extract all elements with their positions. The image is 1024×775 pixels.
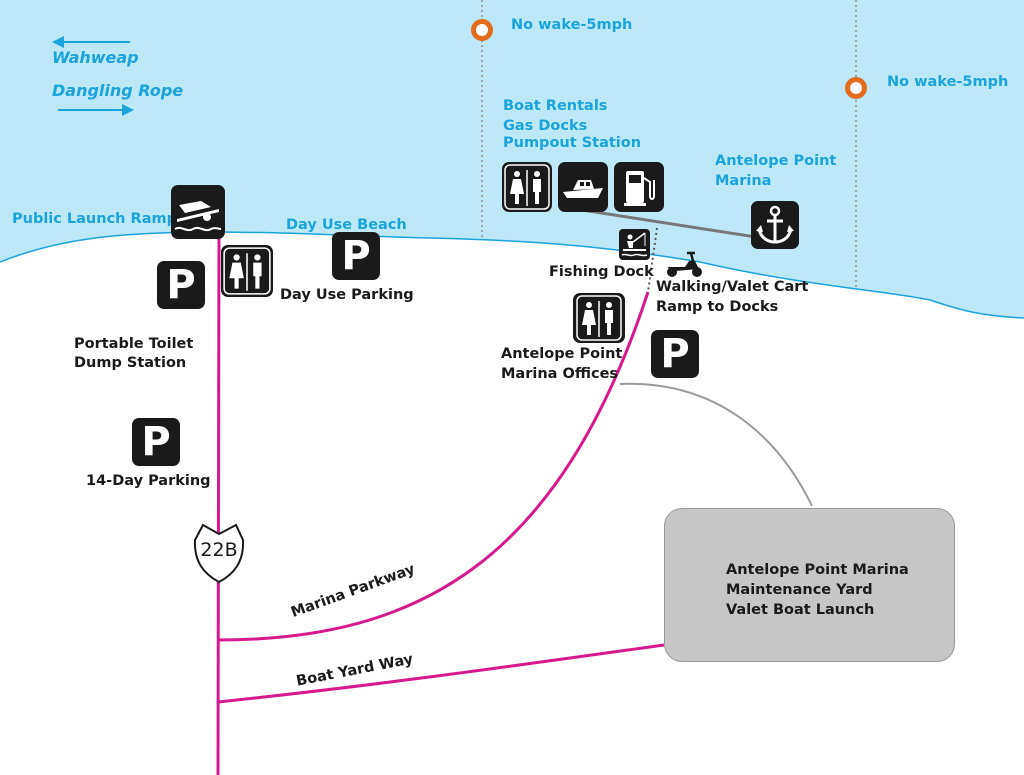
scooter-icon bbox=[667, 251, 702, 277]
anchor-icon bbox=[751, 201, 799, 249]
restroom-icon bbox=[221, 245, 273, 297]
maintenance-yard-area bbox=[664, 508, 955, 662]
gas-docks-label: Gas Docks bbox=[503, 118, 588, 134]
shoreline bbox=[0, 231, 1024, 319]
marina-offices-label-2: Marina Offices bbox=[501, 366, 619, 382]
parking-icon: P bbox=[132, 418, 180, 466]
parking-icon: P bbox=[651, 330, 699, 378]
antelope-point-marina-label-1: Antelope Point bbox=[715, 153, 837, 169]
dangling-rope-label: Dangling Rope bbox=[52, 81, 184, 100]
fishing-icon bbox=[619, 229, 650, 260]
arrow-left-icon bbox=[52, 36, 130, 48]
buoy-icon bbox=[845, 77, 867, 99]
yard-connector bbox=[619, 382, 813, 507]
portable-toilet-label: Portable Toilet bbox=[74, 336, 194, 352]
fishing-dock-label: Fishing Dock bbox=[549, 264, 654, 280]
marina-offices-label-1: Antelope Point bbox=[501, 346, 623, 362]
no-wake-label-1: No wake-5mph bbox=[511, 17, 633, 33]
road-22b bbox=[216, 224, 221, 775]
restroom-icon bbox=[502, 162, 552, 212]
day-use-parking-label: Day Use Parking bbox=[280, 287, 414, 303]
ramp-to-docks-label: Ramp to Docks bbox=[656, 299, 779, 315]
fourteen-day-parking-label: 14-Day Parking bbox=[86, 473, 211, 489]
parking-icon: P bbox=[157, 261, 205, 309]
maintenance-yard-label: Antelope Point Marina Maintenance Yard V… bbox=[726, 560, 909, 620]
boat-launch-icon bbox=[171, 185, 225, 239]
pumpout-station-label: Pumpout Station bbox=[503, 135, 642, 151]
lake-water bbox=[0, 0, 1024, 318]
parking-icon: P bbox=[332, 232, 380, 280]
no-wake-label-2: No wake-5mph bbox=[887, 74, 1009, 90]
boat-icon bbox=[558, 162, 608, 212]
antelope-point-marina-label-2: Marina bbox=[715, 173, 772, 189]
route-shield-label: 22B bbox=[200, 539, 238, 561]
road-marina-parkway bbox=[217, 291, 650, 642]
maintenance-yard-line-2: Maintenance Yard bbox=[726, 582, 873, 598]
day-use-beach-label: Day Use Beach bbox=[286, 217, 407, 233]
road-boat-yard-way bbox=[217, 643, 665, 704]
dock-line bbox=[581, 208, 776, 242]
restroom-icon bbox=[573, 293, 625, 343]
maintenance-yard-line-3: Valet Boat Launch bbox=[726, 602, 875, 618]
wahweap-label: Wahweap bbox=[52, 48, 139, 67]
maintenance-yard-line-1: Antelope Point Marina bbox=[726, 562, 909, 578]
ramp-dashes bbox=[647, 227, 658, 293]
fuel-pump-icon bbox=[614, 162, 664, 212]
public-launch-ramp-label: Public Launch Ramp bbox=[12, 211, 177, 227]
arrow-right-icon bbox=[58, 104, 134, 116]
route-shield-icon bbox=[193, 523, 245, 584]
walking-valet-cart-label: Walking/Valet Cart bbox=[656, 279, 809, 295]
boat-rentals-label: Boat Rentals bbox=[503, 98, 608, 114]
dump-station-label: Dump Station bbox=[74, 355, 187, 371]
buoy-icon bbox=[471, 19, 493, 41]
